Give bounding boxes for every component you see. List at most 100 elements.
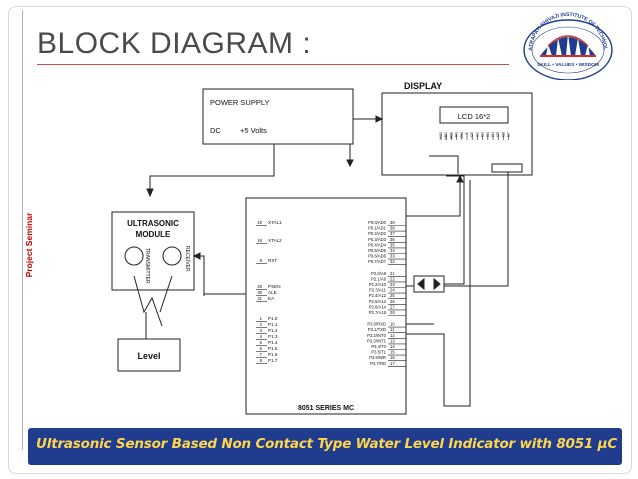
mcu-right-pin-name: P3.0/RXD bbox=[367, 322, 386, 327]
transmitter-label: TRANSMITTER bbox=[144, 248, 150, 284]
mcu-right-pin-number: 10 bbox=[390, 322, 395, 327]
display-data-bus bbox=[491, 163, 523, 173]
mcu-left-pin-name: P1.3 bbox=[268, 334, 278, 339]
mcu-left-pin-number: 18 bbox=[257, 238, 262, 243]
mcu-right-pin-name: P3.3/INT1 bbox=[367, 338, 387, 343]
mcu-right-pin-number: 28 bbox=[390, 310, 395, 315]
mcu-right-pin-number: 26 bbox=[390, 299, 395, 304]
mcu-left-pin-name: XTAL1 bbox=[268, 220, 282, 225]
mcu-right-pin-number: 13 bbox=[390, 338, 395, 343]
mcu-right-pin-name: P2.3/A11 bbox=[369, 288, 387, 293]
mcu-left-pin-number: 7 bbox=[260, 352, 263, 357]
p0-to-display-arrow bbox=[456, 174, 464, 183]
logo-emblem bbox=[540, 34, 596, 57]
mcu-left-pin-name: RST bbox=[268, 258, 277, 263]
power-to-display-arrow bbox=[375, 115, 384, 123]
mcu-right-pin-number: 17 bbox=[390, 361, 395, 366]
power-to-ultrasonic-arrow bbox=[146, 188, 154, 198]
mcu-left-pin-number: 5 bbox=[260, 340, 263, 345]
mcu-to-ultrasonic-arrow bbox=[192, 252, 201, 260]
mcu-right-pin-number: 15 bbox=[390, 350, 395, 355]
mcu-right-pin-name: P2.1/A9 bbox=[371, 276, 387, 281]
lcd-pin-labels: VSSVDDVEERSRWED0D1D2D3D4D5D6D7 bbox=[439, 131, 511, 140]
mcu-right-pin-number: 36 bbox=[390, 237, 395, 242]
mcu-left-pin-name: P1.2 bbox=[268, 328, 278, 333]
ultrasonic-label-line1: ULTRASONIC bbox=[127, 219, 179, 228]
mcu-box bbox=[245, 197, 407, 415]
mcu-left-pin-name: ALE bbox=[268, 290, 277, 295]
ultrasonic-to-mcu-wire bbox=[194, 255, 246, 295]
mcu-right-pin-number: 37 bbox=[390, 231, 395, 236]
mcu-right-pin-name: P0.0/AD0 bbox=[368, 220, 387, 225]
receive-beam bbox=[159, 275, 173, 313]
mcu-right-pin-name: P0.2/AD2 bbox=[368, 231, 387, 236]
lcd-label: LCD 16*2 bbox=[458, 112, 491, 121]
power-supply-box bbox=[202, 88, 354, 145]
receiver-label: RECEIVER bbox=[184, 246, 190, 272]
mcu-left-pin-number: 29 bbox=[257, 284, 262, 289]
power-supply-label: POWER SUPPLY bbox=[210, 98, 269, 107]
title-underline bbox=[37, 64, 509, 65]
mcu-right-pin-name: P2.6/A14 bbox=[369, 304, 387, 309]
mcu-right-pin-name: P3.4/T0 bbox=[371, 344, 386, 349]
mcu-right-pin-number: 16 bbox=[390, 355, 395, 360]
left-divider bbox=[22, 10, 23, 450]
mcu-right-pin-number: 11 bbox=[390, 327, 395, 332]
mcu-right-pin-number: 23 bbox=[390, 282, 395, 287]
mcu-left-pin-name: EA bbox=[268, 296, 275, 301]
p3-to-display-wire bbox=[406, 180, 471, 407]
bus-left-arrow bbox=[417, 277, 425, 291]
institute-logo: CHHATRAPATI SHIVAJI INSTITUTE OF TECHNOL… bbox=[518, 8, 613, 80]
display-label: DISPLAY bbox=[404, 81, 442, 91]
receiver-head bbox=[162, 246, 182, 266]
power-to-mcu-arrow bbox=[346, 159, 354, 168]
transmit-beam bbox=[133, 275, 163, 327]
mcu-right-pin-number: 27 bbox=[390, 304, 395, 309]
mcu-right-pin-number: 21 bbox=[390, 271, 395, 276]
mcu-right-pin-name: P2.4/A12 bbox=[369, 293, 387, 298]
mcu-right-pin-number: 32 bbox=[390, 259, 395, 264]
mcu-right-pin-name: P2.0/A8 bbox=[371, 271, 387, 276]
lcd-screen bbox=[439, 106, 509, 124]
level-box bbox=[117, 338, 181, 372]
mcu-right-pin-number: 22 bbox=[390, 276, 395, 281]
mcu-left-pin-number: 30 bbox=[257, 290, 262, 295]
mcu-left-pin-number: 3 bbox=[260, 328, 263, 333]
mcu-right-pin-name: P3.6/WR bbox=[369, 355, 386, 360]
footer-title: Ultrasonic Sensor Based Non Contact Type… bbox=[36, 436, 618, 452]
mcu-right-pin-number: 39 bbox=[390, 220, 395, 225]
ultrasonic-label-line2: MODULE bbox=[136, 230, 171, 239]
ultrasonic-module-box bbox=[111, 211, 195, 291]
mcu-left-pin-number: 6 bbox=[260, 346, 263, 351]
mcu-right-pin-name: P3.7/RD bbox=[370, 361, 386, 366]
display-control-wire bbox=[429, 155, 459, 174]
mcu-right-pin-name: P0.3/AD3 bbox=[368, 237, 387, 242]
power-supply-dc: DC bbox=[210, 126, 221, 135]
mcu-left-pin-number: 8 bbox=[260, 358, 263, 363]
mcu-left-pin-name: P1.7 bbox=[268, 358, 278, 363]
lcd-pin-label: E bbox=[465, 131, 469, 134]
mcu-right-pin-name: P0.7/AD7 bbox=[368, 259, 387, 264]
footer-bar bbox=[28, 428, 622, 465]
power-supply-voltage: +5 Volts bbox=[240, 126, 267, 135]
mcu-right-pin-name: P2.5/A13 bbox=[369, 299, 387, 304]
side-label: Project Seminar bbox=[24, 212, 34, 278]
mcu-left-pin-number: 1 bbox=[260, 316, 263, 321]
mcu-label: 8051 SERIES MC bbox=[298, 405, 354, 412]
mcu-right-pin-name: P0.4/AD4 bbox=[368, 242, 387, 247]
mcu-right-pin-number: 33 bbox=[390, 254, 395, 259]
mcu-right-pin-number: 14 bbox=[390, 344, 395, 349]
mcu-right-pin-name: P3.1/TXD bbox=[368, 327, 386, 332]
block-diagram: DISPLAY LCD 16*2 VSSVDDVEERSRWED0D1D2D3D… bbox=[111, 81, 533, 415]
mcu-left-pin-name: P1.1 bbox=[268, 322, 278, 327]
mcu-left-pin-name: P1.0 bbox=[268, 316, 278, 321]
mcu-right-pin-name: P3.5/T1 bbox=[371, 350, 386, 355]
wires bbox=[111, 88, 533, 415]
mcu-right-pin-number: 35 bbox=[390, 242, 395, 247]
mcu-right-pin-number: 38 bbox=[390, 226, 395, 231]
power-to-ultrasonic-wire bbox=[149, 144, 275, 194]
mcu-right-pin-name: P0.5/AD5 bbox=[368, 248, 387, 253]
mcu-right-pin-number: 24 bbox=[390, 288, 395, 293]
